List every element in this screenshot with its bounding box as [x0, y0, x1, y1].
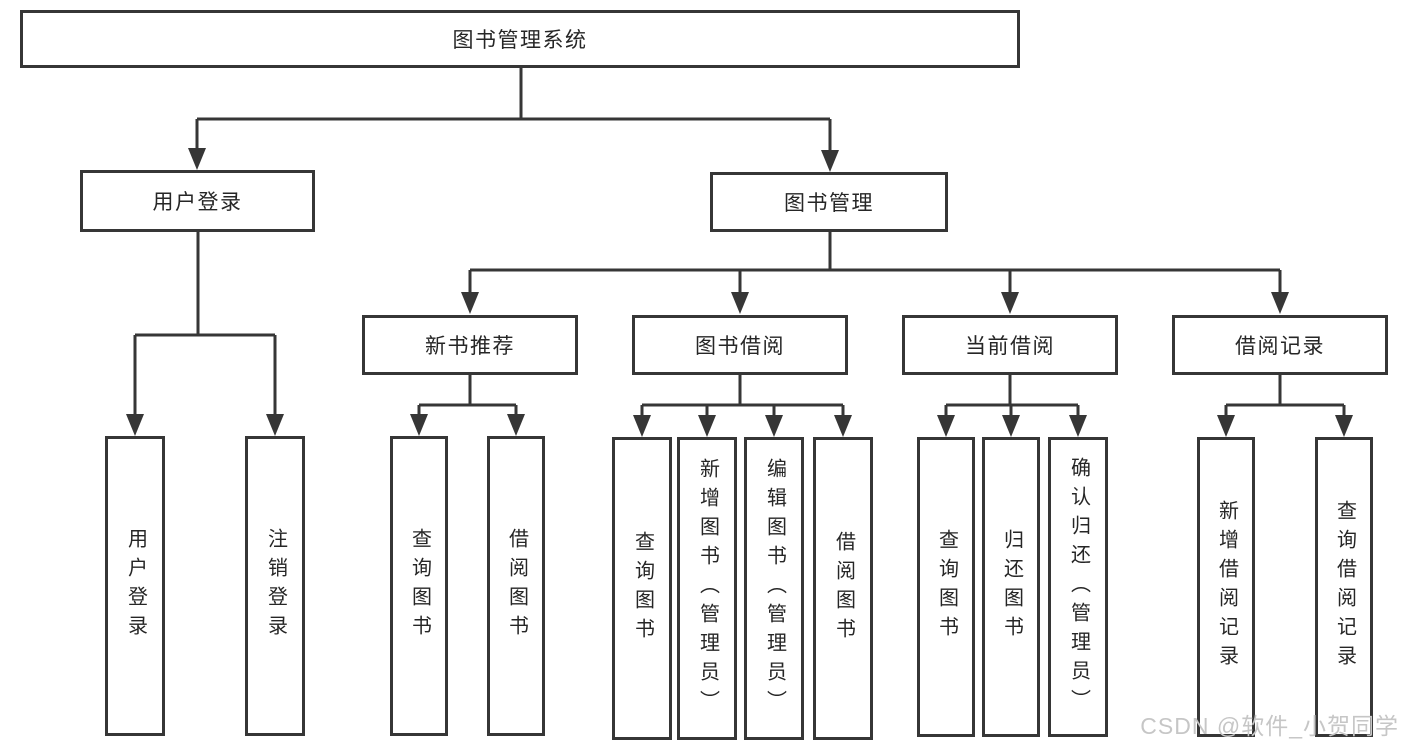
node-label: 借阅记录: [1235, 335, 1325, 358]
node-new-book-recommend: 新书推荐: [362, 315, 578, 375]
node-label: 确认归还（管理员）: [1067, 456, 1090, 718]
node-label: 图书借阅: [695, 335, 785, 358]
leaf-query-books-recommend: 查询图书: [390, 436, 448, 736]
node-book-management-module: 图书管理: [710, 172, 948, 232]
leaf-query-books-borrow: 查询图书: [612, 437, 672, 740]
node-label: 借阅图书: [832, 530, 855, 647]
node-label: 新书推荐: [425, 335, 515, 358]
node-label: 借阅图书: [505, 528, 528, 644]
leaf-borrow-books-recommend: 借阅图书: [487, 436, 545, 736]
node-user-login-module: 用户登录: [80, 170, 315, 232]
node-label: 用户登录: [152, 191, 243, 214]
node-label: 当前借阅: [965, 335, 1055, 358]
node-current-borrow: 当前借阅: [902, 315, 1118, 375]
node-label: 查询图书: [408, 528, 431, 644]
node-label: 图书管理: [784, 192, 874, 215]
node-label: 编辑图书（管理员）: [763, 458, 786, 719]
leaf-add-borrow-record: 新增借阅记录: [1197, 437, 1255, 737]
leaf-query-books-current: 查询图书: [917, 437, 975, 737]
node-label: 查询借阅记录: [1333, 500, 1356, 674]
leaf-confirm-return-admin: 确认归还（管理员）: [1048, 437, 1108, 737]
leaf-add-book-admin: 新增图书（管理员）: [677, 437, 737, 740]
node-label: 用户登录: [124, 528, 147, 644]
node-label: 注销登录: [264, 528, 287, 644]
leaf-logout: 注销登录: [245, 436, 305, 736]
node-root-system: 图书管理系统: [20, 10, 1020, 68]
node-label: 新增借阅记录: [1215, 500, 1238, 674]
node-book-borrow: 图书借阅: [632, 315, 848, 375]
leaf-borrow-books: 借阅图书: [813, 437, 873, 740]
node-borrow-records: 借阅记录: [1172, 315, 1388, 375]
arrowheads: [126, 148, 1353, 437]
leaf-return-book: 归还图书: [982, 437, 1040, 737]
leaf-query-borrow-record: 查询借阅记录: [1315, 437, 1373, 737]
node-label: 图书管理系统: [452, 29, 588, 52]
node-label: 新增图书（管理员）: [696, 458, 719, 719]
node-label: 查询图书: [935, 529, 958, 645]
node-label: 归还图书: [1000, 529, 1023, 645]
csdn-watermark: CSDN @软件_小贺同学: [1140, 713, 1399, 739]
node-label: 查询图书: [631, 530, 654, 647]
leaf-user-login: 用户登录: [105, 436, 165, 736]
leaf-edit-book-admin: 编辑图书（管理员）: [744, 437, 804, 740]
